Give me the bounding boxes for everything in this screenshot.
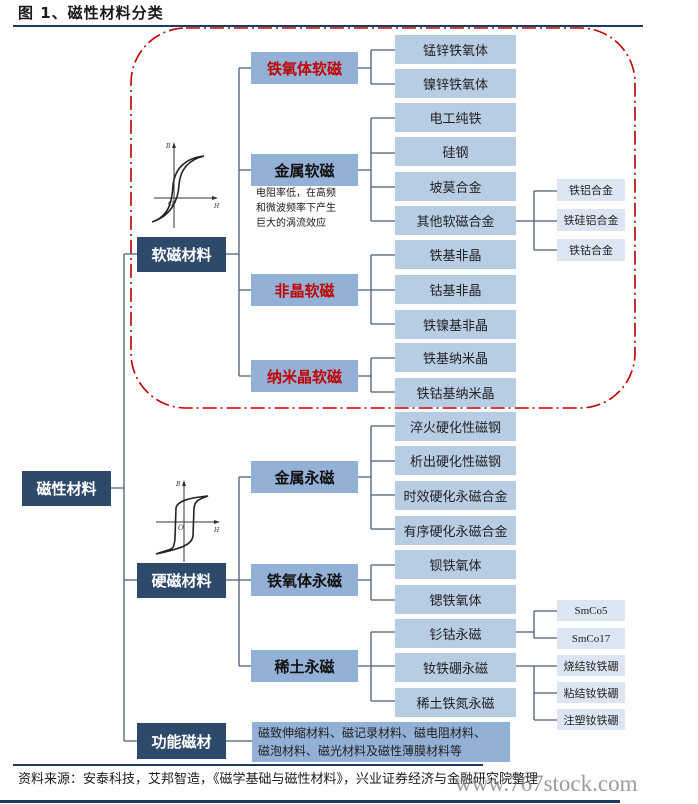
bottom-divider [0, 800, 620, 803]
leaf-item: 钡铁氧体 [395, 550, 516, 579]
root-node-magnetic-materials: 磁性材料 [22, 471, 111, 506]
description-line: 磁致伸缩材料、磁记录材料、磁电阻材料、 [258, 726, 487, 740]
leaf-item: 钕铁硼永磁 [395, 653, 516, 682]
leaf-item: 铁基纳米晶 [395, 343, 516, 372]
group-nanocrystalline-soft: 纳米晶软磁 [251, 360, 358, 392]
connector-root [111, 253, 137, 742]
leaf-item: 硅钢 [395, 137, 516, 166]
leaf-item: 铁基非晶 [395, 240, 516, 269]
sub-leaf-item: 注塑钕铁硼 [557, 709, 625, 730]
footer-divider [13, 764, 483, 766]
leaf-item: 镍锌铁氧体 [395, 69, 516, 98]
origin-label: O [168, 200, 174, 208]
group-rare-earth-permanent: 稀土永磁 [251, 650, 358, 682]
h-axis-label: H [213, 203, 220, 210]
sub-leaf-item: SmCo17 [557, 628, 625, 649]
h-axis-label: H [213, 527, 220, 534]
figure-title: 图 1、磁性材料分类 [18, 4, 164, 22]
leaf-item: 钴基非晶 [395, 275, 516, 304]
sub-leaf-item: 烧结钕铁硼 [557, 655, 625, 676]
sub-leaf-item: 铁钴合金 [557, 239, 625, 261]
note-line: 和微波频率下产生 [256, 203, 336, 214]
note-line: 电阻率低，在高频 [256, 188, 336, 199]
b-axis-label: B [175, 481, 181, 488]
leaf-item: 稀土铁氮永磁 [395, 688, 516, 717]
leaf-item: 淬火硬化性磁钢 [395, 412, 516, 441]
leaf-item: 锶铁氧体 [395, 585, 516, 614]
sub-leaf-item: SmCo5 [557, 600, 625, 621]
leaf-item: 铁镍基非晶 [395, 310, 516, 339]
soft-hysteresis-loop-icon: O H B [151, 142, 220, 228]
origin-label: O [178, 524, 184, 532]
leaf-item: 电工纯铁 [395, 103, 516, 132]
leaf-item: 锰锌铁氧体 [395, 35, 516, 64]
leaf-item: 析出硬化性磁钢 [395, 446, 516, 475]
group-ferrite-permanent: 铁氧体永磁 [251, 564, 358, 596]
functional-description: 磁致伸缩材料、磁记录材料、磁电阻材料、 磁泡材料、磁光材料及磁性薄膜材料等 [252, 722, 510, 762]
leaf-item: 坡莫合金 [395, 172, 516, 201]
leaf-item: 有序硬化永磁合金 [395, 516, 516, 545]
note-line: 巨大的涡流效应 [256, 218, 326, 229]
watermark: www.767stock.com [455, 771, 638, 796]
node-functional-magnetic: 功能磁材 [137, 723, 226, 759]
leaf-item: 铁钴基纳米晶 [395, 378, 516, 407]
leaf-item: 时效硬化永磁合金 [395, 481, 516, 510]
description-line: 磁泡材料、磁光材料及磁性薄膜材料等 [258, 744, 463, 758]
source-note: 资料来源：安泰科技，艾邦智造，《磁学基础与磁性材料》，兴业证券经济与金融研究院整… [18, 772, 539, 787]
metal-soft-note: 电阻率低，在高频 和微波频率下产生 巨大的涡流效应 [256, 186, 356, 231]
sub-leaf-item: 铁铝合金 [557, 179, 625, 201]
group-amorphous-soft: 非晶软磁 [251, 274, 358, 306]
connector-hard [226, 476, 251, 667]
sub-leaf-item: 粘结钕铁硼 [557, 682, 625, 703]
node-soft-magnetic: 软磁材料 [137, 237, 226, 272]
leaf-item: 其他软磁合金 [395, 206, 516, 235]
b-axis-label: B [165, 143, 171, 150]
hard-hysteresis-loop-icon: O H B [155, 480, 220, 562]
connector-soft [226, 67, 251, 377]
group-ferrite-soft: 铁氧体软磁 [251, 52, 358, 84]
group-metal-permanent: 金属永磁 [251, 461, 358, 493]
soft-magnet-highlight-region [130, 27, 636, 409]
header-divider [13, 25, 643, 27]
node-hard-magnetic: 硬磁材料 [137, 563, 226, 598]
sub-leaf-item: 铁硅铝合金 [557, 209, 625, 231]
leaf-item: 钐钴永磁 [395, 619, 516, 648]
group-metal-soft: 金属软磁 [251, 154, 358, 186]
